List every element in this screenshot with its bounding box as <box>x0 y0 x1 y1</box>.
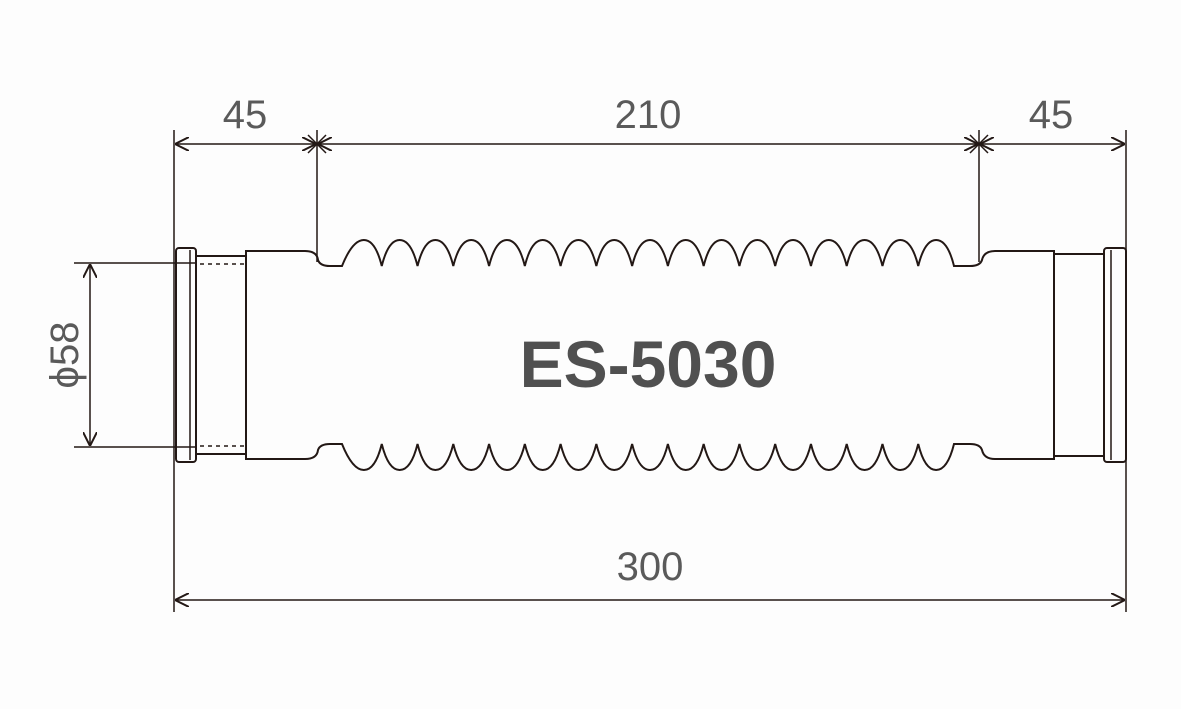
pipe-body <box>175 238 1127 472</box>
dim-diameter-label: ϕ58 <box>43 322 87 389</box>
extension-lines <box>74 130 1127 612</box>
model-label: ES-5030 <box>520 327 777 401</box>
dim-left-label: 45 <box>223 93 268 137</box>
dim-total-label: 300 <box>617 545 684 589</box>
bellows-top-edge <box>246 238 1054 267</box>
right-collar <box>1103 247 1127 463</box>
bellows-bottom-edge <box>246 443 1054 472</box>
left-collar <box>175 247 197 463</box>
dim-right-label: 45 <box>1029 93 1074 137</box>
dim-middle-label: 210 <box>615 93 682 137</box>
dimension-ticks <box>307 134 989 154</box>
